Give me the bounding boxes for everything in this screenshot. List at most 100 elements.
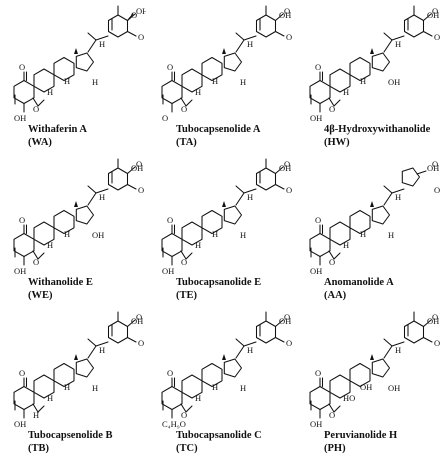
hydroxyl-bond xyxy=(416,170,427,175)
compound-name: Peruvianolide H xyxy=(324,430,398,441)
atom-label: H xyxy=(195,87,201,97)
compound-name: Tubocapsanolide C xyxy=(176,430,262,441)
atom-label: H xyxy=(247,345,253,355)
methyl-bond xyxy=(274,319,284,328)
methyl-bond xyxy=(87,338,97,347)
atom-label: OH xyxy=(279,10,291,20)
methyl-bond xyxy=(87,185,97,194)
methyl-wedge xyxy=(74,48,78,54)
atom-label: HO xyxy=(343,393,355,403)
compound-name: Tubocapsanolide E xyxy=(176,277,262,288)
steroid-skeleton xyxy=(309,167,427,266)
atom-label: H xyxy=(99,345,105,355)
atom-label: OH xyxy=(14,266,26,276)
atom-label: OH xyxy=(136,6,146,16)
atom-label: OH xyxy=(14,113,26,123)
epoxide-bond xyxy=(185,252,193,260)
atom-label: H xyxy=(195,393,201,403)
steroid-skeleton xyxy=(161,5,285,113)
side-chain-bond xyxy=(243,35,257,41)
ring-c xyxy=(349,362,371,388)
carbonyl-bond xyxy=(274,30,285,37)
epoxide-bond xyxy=(32,403,39,413)
atom-label: OH xyxy=(388,77,400,87)
atom-label: H xyxy=(212,229,218,239)
atom-label: H xyxy=(33,410,39,420)
atom-label: H xyxy=(47,240,53,250)
compound-abbreviation: (TE) xyxy=(176,290,197,301)
epoxide-bond xyxy=(37,405,45,413)
epoxide-bond xyxy=(180,403,187,413)
lactone-ring xyxy=(403,320,425,344)
carbonyl-bond xyxy=(274,336,285,343)
ring-d xyxy=(223,205,243,225)
steroid-skeleton xyxy=(161,311,285,419)
atom-label: O xyxy=(19,368,25,378)
atom-label: H xyxy=(195,240,201,250)
atom-label: OH xyxy=(310,266,322,276)
lactone-ring xyxy=(107,14,129,38)
side-chain-bond xyxy=(87,192,97,206)
methyl-bond xyxy=(383,185,393,194)
atom-label: O xyxy=(162,113,168,123)
side-chain-bond xyxy=(95,35,109,41)
atom-label: OH xyxy=(279,163,291,173)
atom-label: O xyxy=(181,104,187,114)
epoxide-bond xyxy=(333,99,341,107)
epoxide-bond xyxy=(333,405,341,413)
carbonyl-bond xyxy=(422,30,433,37)
atom-label: H xyxy=(47,87,53,97)
atom-label: H xyxy=(64,229,70,239)
ring-a xyxy=(13,385,35,411)
methyl-bond xyxy=(274,166,284,175)
methyl-wedge xyxy=(370,201,374,207)
atom-label: H xyxy=(212,76,218,86)
atom-label: H xyxy=(360,76,366,86)
atom-label: H xyxy=(388,230,394,240)
carbonyl-bond xyxy=(126,30,137,37)
lactone-ring xyxy=(107,320,129,344)
ring-d xyxy=(371,358,391,378)
atom-label: H xyxy=(212,382,218,392)
steroid-skeleton xyxy=(309,5,433,113)
epoxide-bond xyxy=(180,97,187,107)
atom-label: H xyxy=(360,229,366,239)
methyl-bond xyxy=(126,319,136,328)
side-chain-bond xyxy=(383,39,393,53)
side-chain-bond xyxy=(235,192,245,206)
methyl-wedge xyxy=(370,354,374,360)
atom-label: H xyxy=(92,77,98,87)
atom-label: OH xyxy=(427,10,439,20)
atom-label: O xyxy=(315,62,321,72)
ring-c xyxy=(201,209,223,235)
atom-label: H xyxy=(395,39,401,49)
atom-label: O xyxy=(131,10,137,20)
compound-name: Withaferin A xyxy=(28,124,88,135)
hydroxymethyl-bond xyxy=(126,13,134,22)
epoxide-bond xyxy=(185,405,193,413)
atom-label: O xyxy=(138,185,144,195)
ring-c xyxy=(53,56,75,82)
side-chain-bond xyxy=(87,39,97,53)
atom-label: O xyxy=(284,159,290,169)
methyl-bond xyxy=(422,319,432,328)
atom-label: H xyxy=(343,240,349,250)
side-chain-bond xyxy=(243,341,257,347)
epoxide-bond xyxy=(37,252,45,260)
carbonyl-bond xyxy=(126,336,137,343)
carbonyl-bond xyxy=(274,183,285,190)
ring-c xyxy=(53,209,75,235)
atom-label: H xyxy=(99,192,105,202)
atom-label: O xyxy=(329,257,335,267)
atom-label: O xyxy=(33,104,39,114)
ring-a xyxy=(309,232,331,258)
methyl-wedge xyxy=(74,201,78,207)
methyl-bond xyxy=(235,185,245,194)
